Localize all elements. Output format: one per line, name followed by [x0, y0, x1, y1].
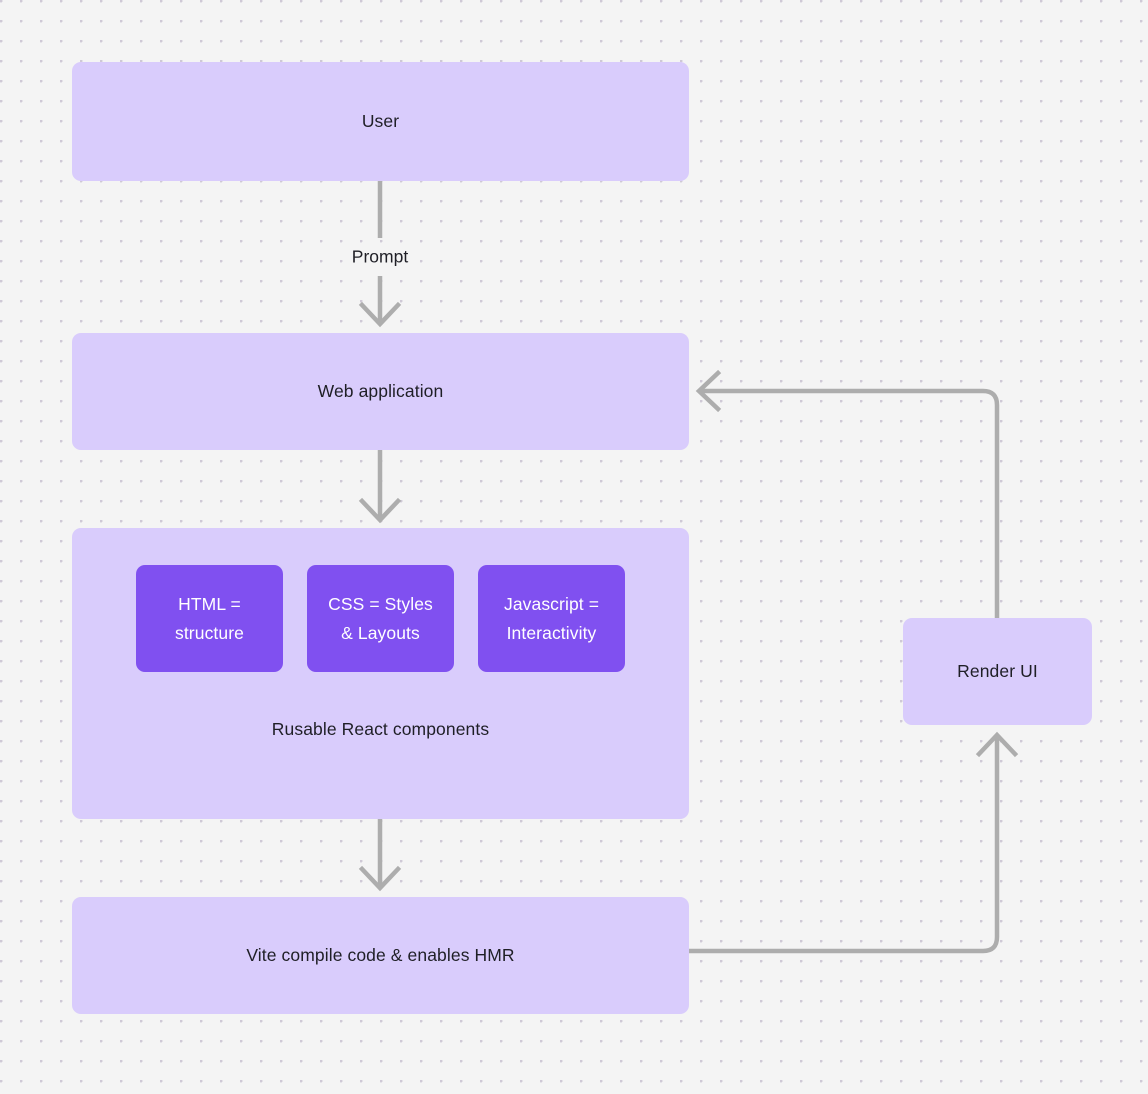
node-web-application-label: Web application [317, 380, 444, 401]
node-vite[interactable]: Vite compile code & enables HMR [72, 897, 689, 1014]
chip-css[interactable]: CSS = Styles & Layouts [307, 565, 454, 672]
components-caption: Rusable React components [271, 719, 490, 739]
node-user[interactable]: User [72, 62, 689, 181]
node-reusable-react-components[interactable]: HTML = structure CSS = Styles & Layouts … [72, 528, 689, 819]
edge-vite-to-render [689, 731, 1019, 954]
node-vite-label: Vite compile code & enables HMR [246, 944, 515, 965]
chip-javascript[interactable]: Javascript = Interactivity [478, 565, 625, 672]
node-user-label: User [361, 110, 400, 131]
edge-render-to-webapp [695, 369, 1000, 618]
chip-html[interactable]: HTML = structure [136, 565, 283, 672]
chip-row: HTML = structure CSS = Styles & Layouts … [136, 565, 625, 672]
node-web-application[interactable]: Web application [72, 333, 689, 450]
node-render-ui[interactable]: Render UI [903, 618, 1092, 725]
node-render-ui-label: Render UI [957, 660, 1038, 681]
edge-label-prompt: Prompt [344, 246, 416, 268]
edge-components-to-vite [358, 819, 402, 892]
edge-webapp-to-components [358, 450, 402, 524]
